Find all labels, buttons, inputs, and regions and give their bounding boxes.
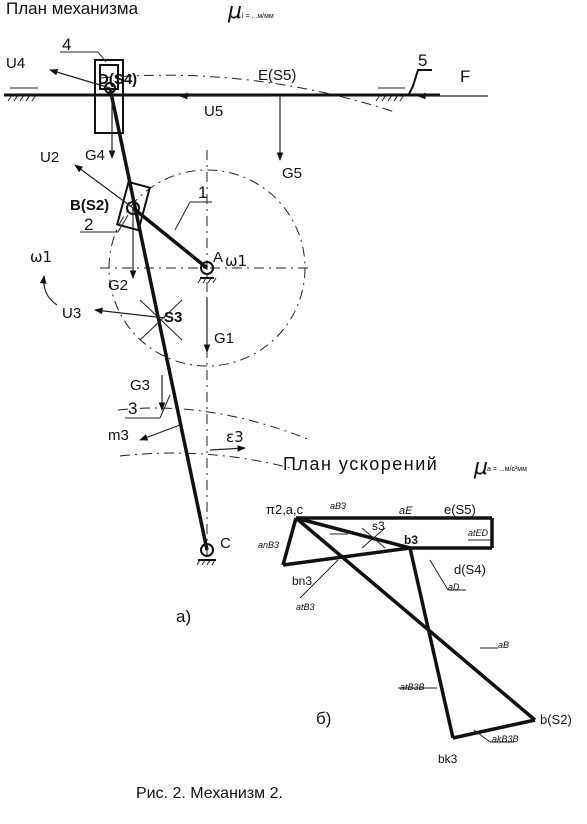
accel-plan-title: План ускорений [283, 454, 438, 474]
label-u3: U3 [62, 305, 81, 322]
slider-4-inner [99, 64, 119, 90]
mu-l-symbol: μ [227, 0, 242, 24]
accel-label-ae: aE [399, 505, 413, 517]
mu-a-subscript: a = ...м/с²мм [487, 466, 527, 473]
label-g3: G3 [130, 377, 150, 394]
arrow-u2 [74, 164, 134, 209]
label-g2: G2 [108, 277, 128, 294]
mechanism-plan-title: План механизма [6, 0, 139, 18]
accel-label-ab3: aB3 [330, 501, 346, 511]
label-4: 4 [62, 35, 71, 54]
accel-label-pi: π2,a,c [266, 502, 304, 517]
label-u2: U2 [40, 149, 59, 166]
mu-a-symbol: μ [473, 455, 488, 480]
trajectory-arc-m3 [117, 407, 311, 441]
arrow-omega1 [39, 275, 58, 306]
label-omega1-b: ω1 [30, 248, 52, 266]
label-1: 1 [198, 183, 207, 202]
slider-2 [115, 180, 152, 232]
accel-label-anb3: anB3 [258, 540, 279, 550]
label-f: F [460, 67, 470, 86]
label-part-a: а) [176, 607, 191, 626]
link5-end [407, 69, 432, 97]
label-d: D(S4) [98, 71, 137, 88]
accel-label-e: e(S5) [444, 502, 476, 517]
label-c: C [220, 535, 231, 552]
label-u5: U5 [204, 103, 223, 120]
accel-label-s3: s3 [372, 519, 385, 533]
accel-polygon [281, 516, 537, 740]
accel-label-b3: b3 [404, 533, 418, 547]
arrow-u4 [49, 68, 111, 89]
joint-d [104, 82, 116, 94]
link-3 [108, 87, 209, 551]
accel-label-ad: aD [448, 582, 460, 592]
label-5: 5 [418, 51, 427, 70]
link-1 [131, 206, 209, 270]
mu-l-subscript: l = ...м/мм [242, 13, 274, 20]
accel-label-akb3b: akB3B [492, 734, 519, 744]
label-g1: G1 [214, 330, 234, 347]
label-part-b: б) [316, 709, 331, 728]
accel-label-b: b(S2) [540, 712, 572, 727]
arrow-e3 [209, 445, 246, 452]
slider-4 [94, 59, 124, 134]
label-3: 3 [128, 399, 137, 418]
accel-label-atb3b: atB3B [400, 682, 425, 692]
label-m3: m3 [108, 427, 129, 444]
accel-label-bn3: bn3 [292, 574, 312, 588]
joint-a [197, 261, 217, 284]
accel-label-bk3: bk3 [438, 752, 458, 766]
label-g4: G4 [85, 147, 105, 164]
label-omega1-a: ω1 [225, 252, 247, 270]
slider-guide [4, 87, 440, 102]
figure-caption: Рис. 2. Механизм 2. [136, 785, 283, 802]
label-e3: ε3 [226, 428, 244, 446]
accel-label-ab: aB [498, 640, 509, 650]
arrow-m3 [139, 424, 181, 441]
accel-label-atb3: atB3 [296, 602, 315, 612]
label-a: A [213, 249, 223, 266]
label-s3: S3 [164, 309, 182, 326]
joint-c [196, 543, 216, 566]
label-2: 2 [84, 215, 93, 234]
accel-label-ated: atED [468, 528, 489, 538]
label-e: E(S5) [258, 67, 296, 84]
trajectory-arc-top [99, 74, 396, 113]
label-g5: G5 [282, 165, 302, 182]
accel-label-d: d(S4) [454, 562, 486, 577]
trajectory-arc-e3 [119, 452, 299, 471]
s3-mark [139, 299, 183, 341]
label-u4: U4 [6, 55, 25, 72]
label-b: B(S2) [70, 197, 109, 214]
arrow-u3 [94, 307, 166, 319]
